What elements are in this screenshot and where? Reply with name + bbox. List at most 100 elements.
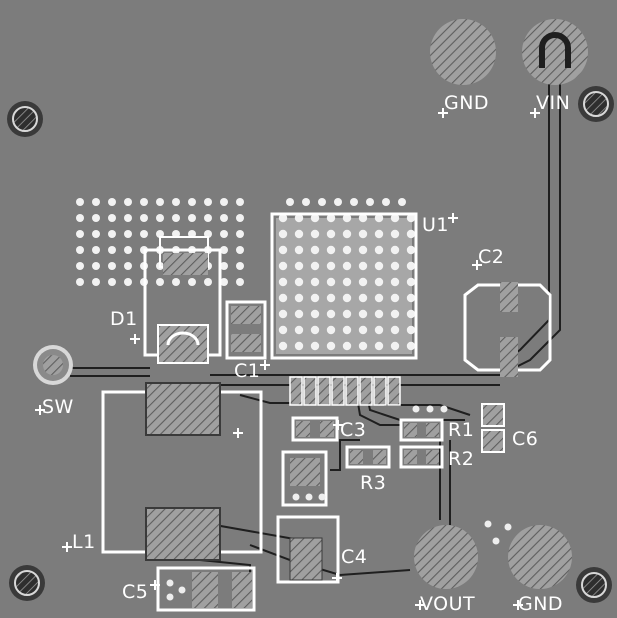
via [294,229,304,239]
test-holes-r1 [412,405,448,413]
via [358,277,368,287]
via [76,214,84,222]
via [310,293,320,303]
label-vout: VOUT [420,593,476,615]
via [390,229,400,239]
mounting-hole-bottom-left [9,565,45,601]
via [108,246,116,254]
header-pads-row [289,376,401,406]
via [76,278,84,286]
via [286,198,294,206]
via [172,214,180,222]
via [302,198,310,206]
c1-component [225,300,267,360]
label-c5: C5 [122,581,149,603]
r3-component [345,445,391,469]
via [294,325,304,335]
via [278,229,288,239]
via [294,245,304,255]
via [342,293,352,303]
via [108,278,116,286]
via [358,213,368,223]
via [204,198,212,206]
via [342,309,352,319]
label-r2: R2 [448,448,475,470]
via [278,309,288,319]
via [156,214,164,222]
label-d1: D1 [110,308,138,330]
via [236,214,244,222]
via-grid-u1 [276,198,416,354]
via [374,277,384,287]
via [374,261,384,271]
via [124,198,132,206]
via [108,262,116,270]
via [342,245,352,255]
via [358,325,368,335]
c6-component [481,403,505,453]
via [294,277,304,287]
via [326,213,336,223]
via [390,245,400,255]
via [326,245,336,255]
via [342,229,352,239]
via [124,230,132,238]
label-l1: L1 [72,531,96,553]
via [350,198,358,206]
via [406,325,416,335]
header-pad [345,376,359,406]
via [318,198,326,206]
via [236,198,244,206]
via [374,325,384,335]
r3-footprint [281,450,328,507]
via [326,325,336,335]
label-gnd-top: GND [444,92,490,114]
u1-outline [270,212,418,360]
pad-vin [522,19,588,85]
via [406,213,416,223]
via [398,198,406,206]
via [76,262,84,270]
u1-thermal-pad [276,218,412,354]
via [124,214,132,222]
via [342,341,352,351]
via [92,214,100,222]
header-pad [373,376,387,406]
via [294,261,304,271]
via [236,230,244,238]
via [204,214,212,222]
via [310,229,320,239]
label-sw: SW [42,396,74,418]
via [310,277,320,287]
via [334,198,342,206]
header-pad [289,376,303,406]
via [220,278,228,286]
via [366,198,374,206]
via [374,245,384,255]
via [220,246,228,254]
via [390,341,400,351]
via [220,198,228,206]
pad-gnd-top [430,19,496,85]
via [124,246,132,254]
via [326,229,336,239]
via [326,341,336,351]
pad-vout [414,525,478,589]
via [278,341,288,351]
via [358,261,368,271]
via [278,277,288,287]
via [342,277,352,287]
via [236,278,244,286]
via [92,278,100,286]
via [326,309,336,319]
via [140,198,148,206]
via [140,230,148,238]
label-r1: R1 [448,419,475,441]
via [326,277,336,287]
via [326,261,336,271]
via [188,198,196,206]
via [406,277,416,287]
via [236,246,244,254]
via [382,198,390,206]
label-c4: C4 [341,546,368,568]
